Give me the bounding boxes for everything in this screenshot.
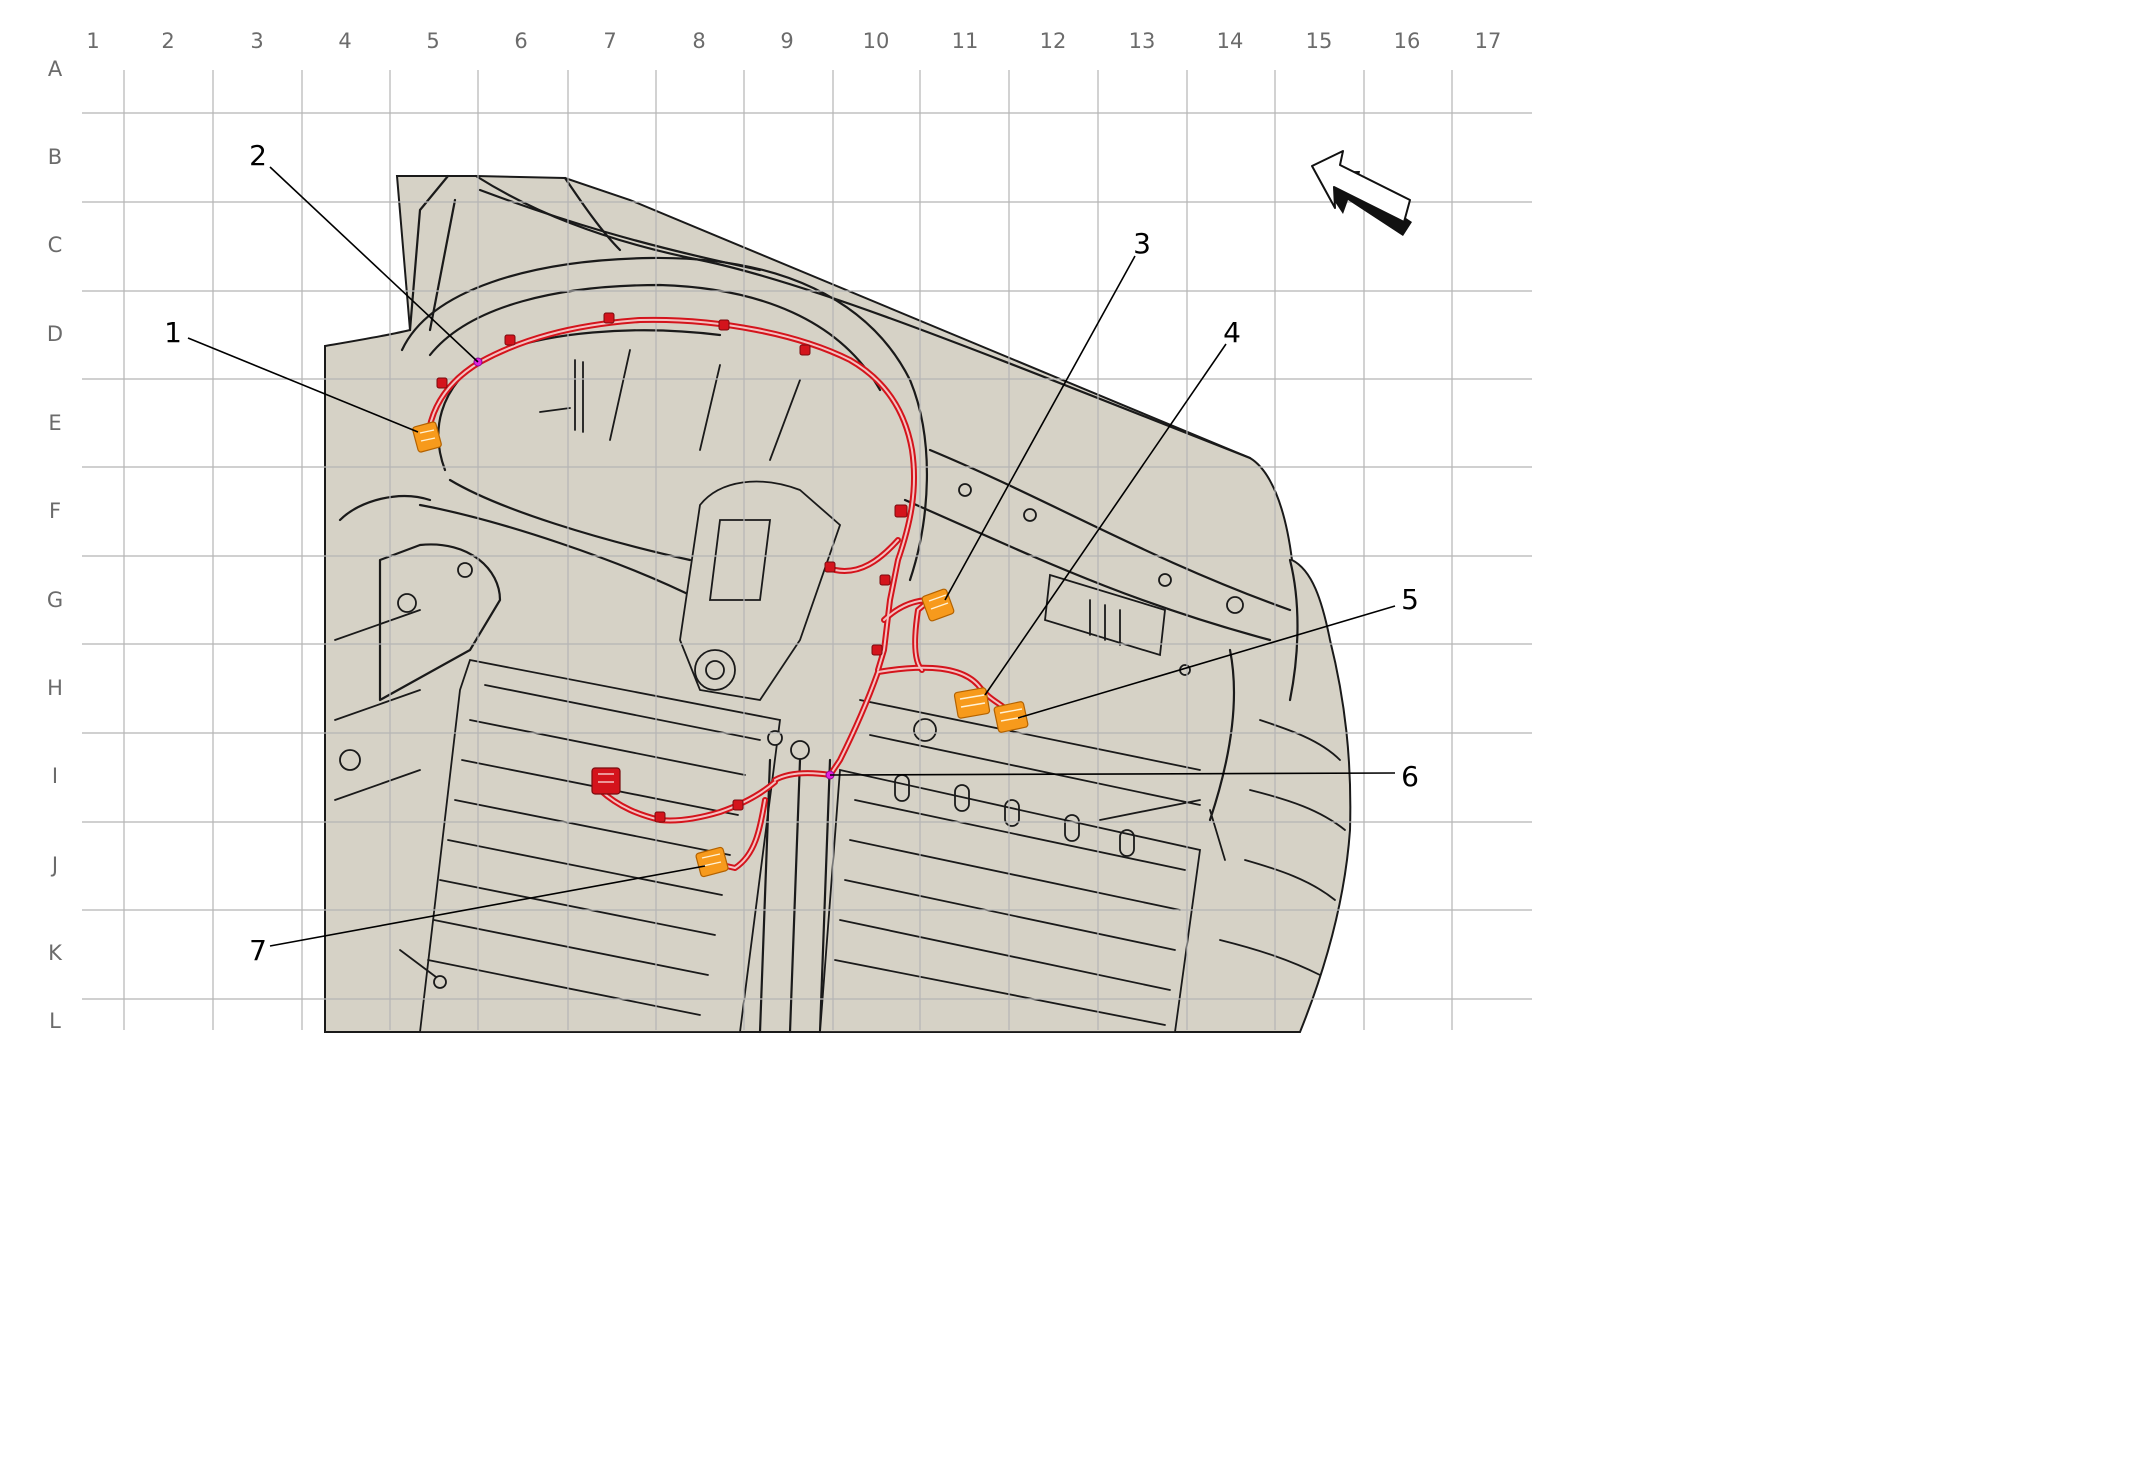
harness-clip — [603, 312, 615, 324]
column-label-17: 17 — [1475, 29, 1502, 53]
harness-end-connector — [591, 767, 621, 795]
column-label-13: 13 — [1129, 29, 1156, 53]
column-label-4: 4 — [338, 29, 351, 53]
callout-label-7[interactable]: 7 — [249, 934, 267, 967]
row-label-B: B — [48, 145, 62, 169]
harness-clip — [879, 574, 891, 586]
column-label-8: 8 — [692, 29, 705, 53]
column-label-2: 2 — [161, 29, 174, 53]
column-label-11: 11 — [952, 29, 979, 53]
column-label-5: 5 — [426, 29, 439, 53]
leader-line-5 — [1017, 605, 1396, 719]
connector-5[interactable] — [993, 701, 1029, 733]
column-label-1: 1 — [86, 29, 99, 53]
harness-clip — [654, 811, 666, 823]
leader-line-3 — [944, 255, 1136, 601]
connector-4[interactable] — [953, 687, 991, 719]
column-label-9: 9 — [780, 29, 793, 53]
row-label-G: G — [47, 588, 63, 612]
harness-lower-left-branch-core — [599, 781, 776, 822]
leader-line-4 — [984, 343, 1227, 696]
column-label-16: 16 — [1394, 29, 1421, 53]
row-label-E: E — [48, 411, 61, 435]
harness-clip — [504, 334, 516, 346]
harness-branch-connector-7-core — [717, 799, 766, 869]
connector-1[interactable] — [412, 421, 442, 453]
leader-line-6 — [829, 772, 1396, 776]
harness-clip — [894, 504, 908, 518]
harness-branch-connector-3-core — [883, 599, 931, 671]
column-label-6: 6 — [514, 29, 527, 53]
row-label-L: L — [49, 1009, 61, 1033]
reference-grid — [82, 70, 1532, 1030]
row-label-K: K — [48, 941, 63, 965]
callout-label-6[interactable]: 6 — [1401, 760, 1419, 793]
callout-label-5[interactable]: 5 — [1401, 583, 1419, 616]
harness-branch-connectors-4-5-core — [877, 666, 1011, 713]
column-label-15: 15 — [1306, 29, 1333, 53]
callout-leaders — [187, 166, 1396, 947]
row-label-D: D — [47, 322, 63, 346]
row-labels: A B C D E F G H I J K L — [47, 57, 63, 1033]
column-label-3: 3 — [250, 29, 263, 53]
harness-clip — [799, 344, 811, 356]
callout-label-1[interactable]: 1 — [164, 316, 182, 349]
harness-lower-trunk-core — [774, 671, 879, 781]
front-direction-arrow-icon — [1311, 150, 1412, 236]
column-label-12: 12 — [1040, 29, 1067, 53]
harness-clip — [436, 377, 448, 389]
row-label-H: H — [47, 676, 63, 700]
leader-line-7 — [269, 865, 706, 947]
column-label-7: 7 — [603, 29, 616, 53]
harness-clips — [436, 312, 908, 823]
harness-branch-upper-left-core — [834, 539, 899, 572]
harness-clip — [718, 319, 730, 331]
column-label-14: 14 — [1217, 29, 1244, 53]
harness-clip — [824, 561, 836, 573]
leader-line-1 — [187, 337, 419, 433]
column-labels: 1 2 3 4 5 6 7 8 9 10 11 12 13 14 15 16 1… — [86, 29, 1501, 53]
grid-vertical-lines — [123, 70, 1453, 1030]
leader-line-2 — [269, 166, 479, 363]
harness-routing-diagram: 1 2 3 4 5 6 7 8 9 10 11 12 13 14 15 16 1… — [47, 29, 1532, 1034]
harness-clip — [732, 799, 744, 811]
row-label-F: F — [49, 499, 61, 523]
column-label-10: 10 — [863, 29, 890, 53]
callout-label-3[interactable]: 3 — [1133, 227, 1151, 260]
connector-7[interactable] — [695, 846, 729, 878]
row-label-A: A — [48, 57, 63, 81]
row-label-C: C — [48, 233, 63, 257]
callout-labels: 1 2 3 4 5 6 7 — [164, 139, 1419, 967]
callout-label-2[interactable]: 2 — [249, 139, 267, 172]
harness-clip — [871, 644, 883, 656]
row-label-I: I — [52, 764, 58, 788]
vehicle-body-illustration — [324, 174, 1352, 1034]
callout-label-4[interactable]: 4 — [1223, 316, 1241, 349]
grid-horizontal-lines — [82, 112, 1532, 1000]
row-label-J: J — [50, 853, 58, 877]
